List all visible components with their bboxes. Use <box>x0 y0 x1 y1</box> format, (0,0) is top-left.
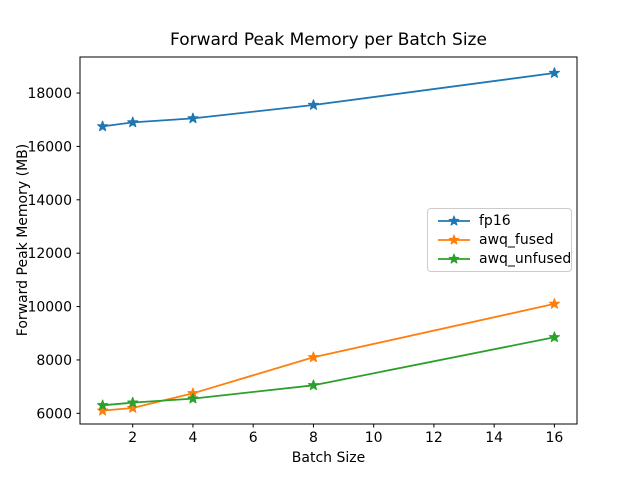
series-line-fp16 <box>101 72 556 128</box>
x-tick-label: 2 <box>128 430 137 446</box>
y-tick-label: 10000 <box>27 300 72 316</box>
y-tick-label: 14000 <box>27 193 72 209</box>
data-point-marker-icon <box>307 351 319 363</box>
legend-item-awq-fused: awq_fused <box>428 231 571 250</box>
line-star-marker-icon <box>438 234 470 245</box>
y-tick-label: 18000 <box>27 86 72 102</box>
data-point-marker-icon <box>187 392 199 404</box>
data-point-marker-icon <box>97 399 109 411</box>
data-point-marker-icon <box>307 99 319 110</box>
y-tick-label: 8000 <box>36 353 72 369</box>
data-point-marker-icon <box>307 379 319 391</box>
data-point-marker-icon <box>97 404 109 416</box>
x-tick-label: 8 <box>309 430 318 446</box>
legend-label: fp16 <box>479 213 511 230</box>
y-tick-label: 16000 <box>27 139 72 155</box>
x-tick-label: 16 <box>545 430 563 446</box>
data-point-marker-icon <box>548 331 560 343</box>
y-tick-label: 12000 <box>27 246 72 262</box>
legend-item-awq-unfused: awq_unfused <box>428 249 571 268</box>
legend-label: awq_unfused <box>479 250 572 267</box>
data-point-marker-icon <box>548 298 560 309</box>
series-line-awq_unfused <box>101 336 556 407</box>
data-point-marker-icon <box>548 67 560 78</box>
x-tick-label: 12 <box>425 430 443 446</box>
legend-star-icon <box>448 234 460 245</box>
data-point-marker-icon <box>97 120 109 132</box>
x-tick-label: 14 <box>485 430 503 446</box>
data-point-marker-icon <box>127 402 139 413</box>
data-point-marker-icon <box>127 396 139 408</box>
x-tick-label: 10 <box>365 430 383 446</box>
legend-star-icon <box>448 215 460 226</box>
chart-title: Forward Peak Memory per Batch Size <box>170 30 487 50</box>
data-point-marker-icon <box>127 116 139 128</box>
legend-item-fp16: fp16 <box>428 212 571 231</box>
legend: fp16 awq_fused awq_unfused <box>427 208 572 272</box>
line-star-marker-icon <box>438 215 470 226</box>
data-point-marker-icon <box>187 112 199 124</box>
x-axis-label: Batch Size <box>291 450 366 466</box>
line-star-marker-icon <box>438 253 470 264</box>
legend-star-icon <box>448 253 460 264</box>
x-tick-label: 4 <box>188 430 197 446</box>
legend-label: awq_fused <box>479 232 554 248</box>
axes-spines <box>79 56 578 425</box>
series-line-awq_fused <box>101 302 556 412</box>
y-tick-label: 6000 <box>36 406 72 422</box>
x-tick-label: 6 <box>249 430 258 446</box>
